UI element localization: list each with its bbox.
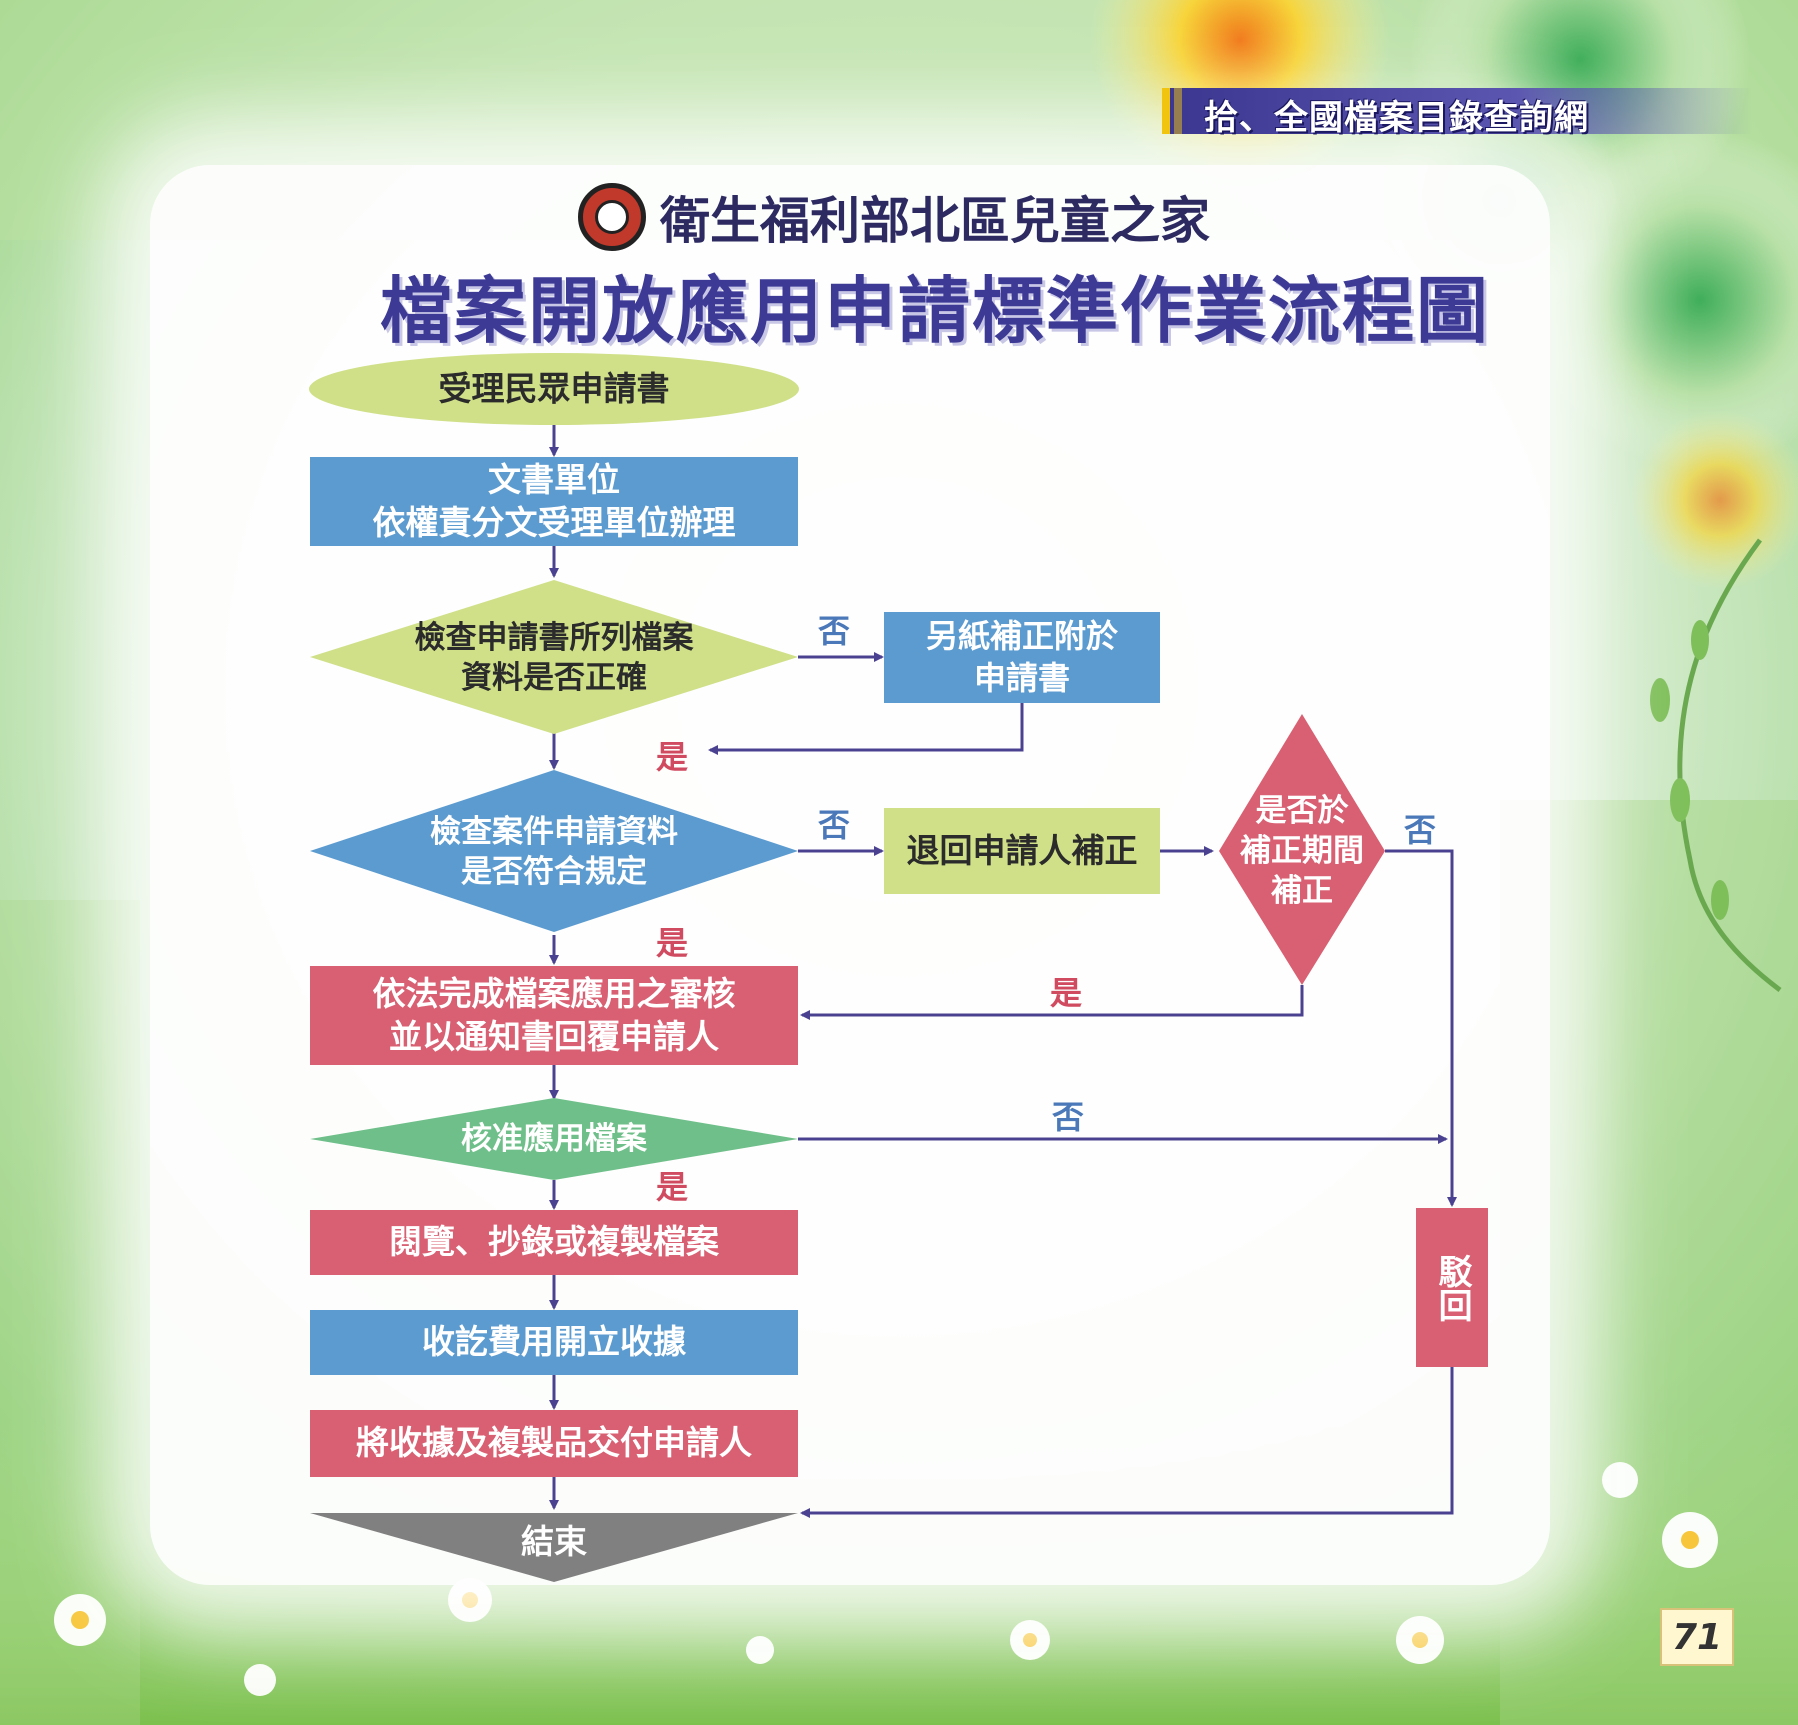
- page-title: 檔案開放應用申請標準作業流程圖: [380, 269, 1491, 353]
- start-text: 受理民眾申請書: [438, 368, 670, 408]
- start-label: 受理民眾申請書: [310, 360, 798, 418]
- approve-diamond: [310, 1098, 798, 1180]
- review-text-1: 依法完成檔案應用之審核: [372, 973, 736, 1013]
- within-period-text-2: 補正期間: [1240, 832, 1364, 869]
- arrow-reject-to-end: [800, 1367, 1454, 1518]
- organization-header: 衛生福利部北區兒童之家: [578, 182, 1210, 252]
- arrow-period-yes: [800, 985, 1304, 1020]
- doc-unit-text-1: 文書單位: [488, 459, 620, 499]
- check-form-label: 檢查申請書所列檔案 資料是否正確: [360, 612, 748, 704]
- check-rules-text-2: 是否符合規定: [461, 854, 647, 890]
- approve-text: 核准應用檔案: [461, 1120, 647, 1157]
- check-rules-label: 檢查案件申請資料 是否符合規定: [360, 806, 748, 898]
- review-box: 依法完成檔案應用之審核 並以通知書回覆申請人: [310, 966, 798, 1065]
- doc-unit-text-2: 依權責分文受理單位辦理: [372, 502, 736, 542]
- organization-name: 衛生福利部北區兒童之家: [660, 192, 1210, 250]
- within-period-label: 是否於 補正期間 補正: [1222, 790, 1382, 912]
- section-label: 拾、全國檔案目錄查詢網: [1204, 98, 1589, 138]
- tab-accent-bar: [1162, 88, 1170, 134]
- end-label: 結束: [460, 1520, 648, 1564]
- end-triangle: [310, 1513, 798, 1582]
- doc-unit-box: 文書單位 依權責分文受理單位辦理: [310, 457, 798, 546]
- label-check-form-no: 否: [818, 612, 851, 650]
- supplement-box: 另紙補正附於 申請書: [884, 612, 1160, 703]
- tab-accent-bar-secondary: [1174, 88, 1182, 134]
- label-period-yes: 是: [1050, 974, 1083, 1012]
- view-copy-text: 閱覽、抄錄或複製檔案: [389, 1222, 719, 1262]
- organization-logo-icon: [578, 183, 646, 251]
- arrow-period-no: [1385, 849, 1457, 1207]
- fees-box: 收訖費用開立收據: [310, 1310, 798, 1375]
- start-oval: [309, 353, 799, 425]
- within-period-text-1: 是否於: [1255, 792, 1349, 829]
- check-form-text-1: 檢查申請書所列檔案: [414, 619, 694, 656]
- arrow-supplement-back: [708, 703, 1024, 755]
- deliver-text: 將收據及複製品交付申請人: [356, 1423, 752, 1463]
- page-number: 71: [1660, 1608, 1734, 1666]
- fees-text: 收訖費用開立收據: [422, 1322, 686, 1362]
- deliver-box: 將收據及複製品交付申請人: [310, 1410, 798, 1477]
- label-approve-yes: 是: [656, 1168, 689, 1206]
- check-rules-diamond: [310, 770, 798, 932]
- within-period-text-3: 補正: [1271, 873, 1333, 910]
- end-text: 結束: [521, 1521, 587, 1561]
- return-applicant-text: 退回申請人補正: [906, 830, 1138, 870]
- label-approve-no: 否: [1052, 1098, 1085, 1136]
- page-number-text: 71: [1671, 1616, 1723, 1658]
- view-copy-box: 閱覽、抄錄或複製檔案: [310, 1210, 798, 1275]
- within-period-diamond: [1219, 714, 1385, 985]
- review-text-2: 並以通知書回覆申請人: [389, 1016, 719, 1056]
- label-period-no: 否: [1404, 811, 1437, 849]
- label-check-form-yes: 是: [656, 738, 689, 776]
- return-applicant-box: 退回申請人補正: [884, 808, 1160, 894]
- reject-box: 駁回: [1416, 1208, 1488, 1367]
- label-check-rules-yes: 是: [656, 924, 689, 962]
- check-form-diamond: [310, 580, 798, 734]
- supplement-text-2: 申請書: [973, 658, 1070, 697]
- supplement-text-1: 另紙補正附於: [925, 616, 1118, 655]
- approve-label: 核准應用檔案: [360, 1114, 748, 1164]
- check-form-text-2: 資料是否正確: [461, 660, 647, 696]
- section-tab: 拾、全國檔案目錄查詢網: [1162, 88, 1752, 138]
- check-rules-text-1: 檢查案件申請資料: [430, 813, 678, 850]
- label-check-rules-no: 否: [818, 806, 851, 844]
- reject-text: 駁回: [1432, 1253, 1473, 1322]
